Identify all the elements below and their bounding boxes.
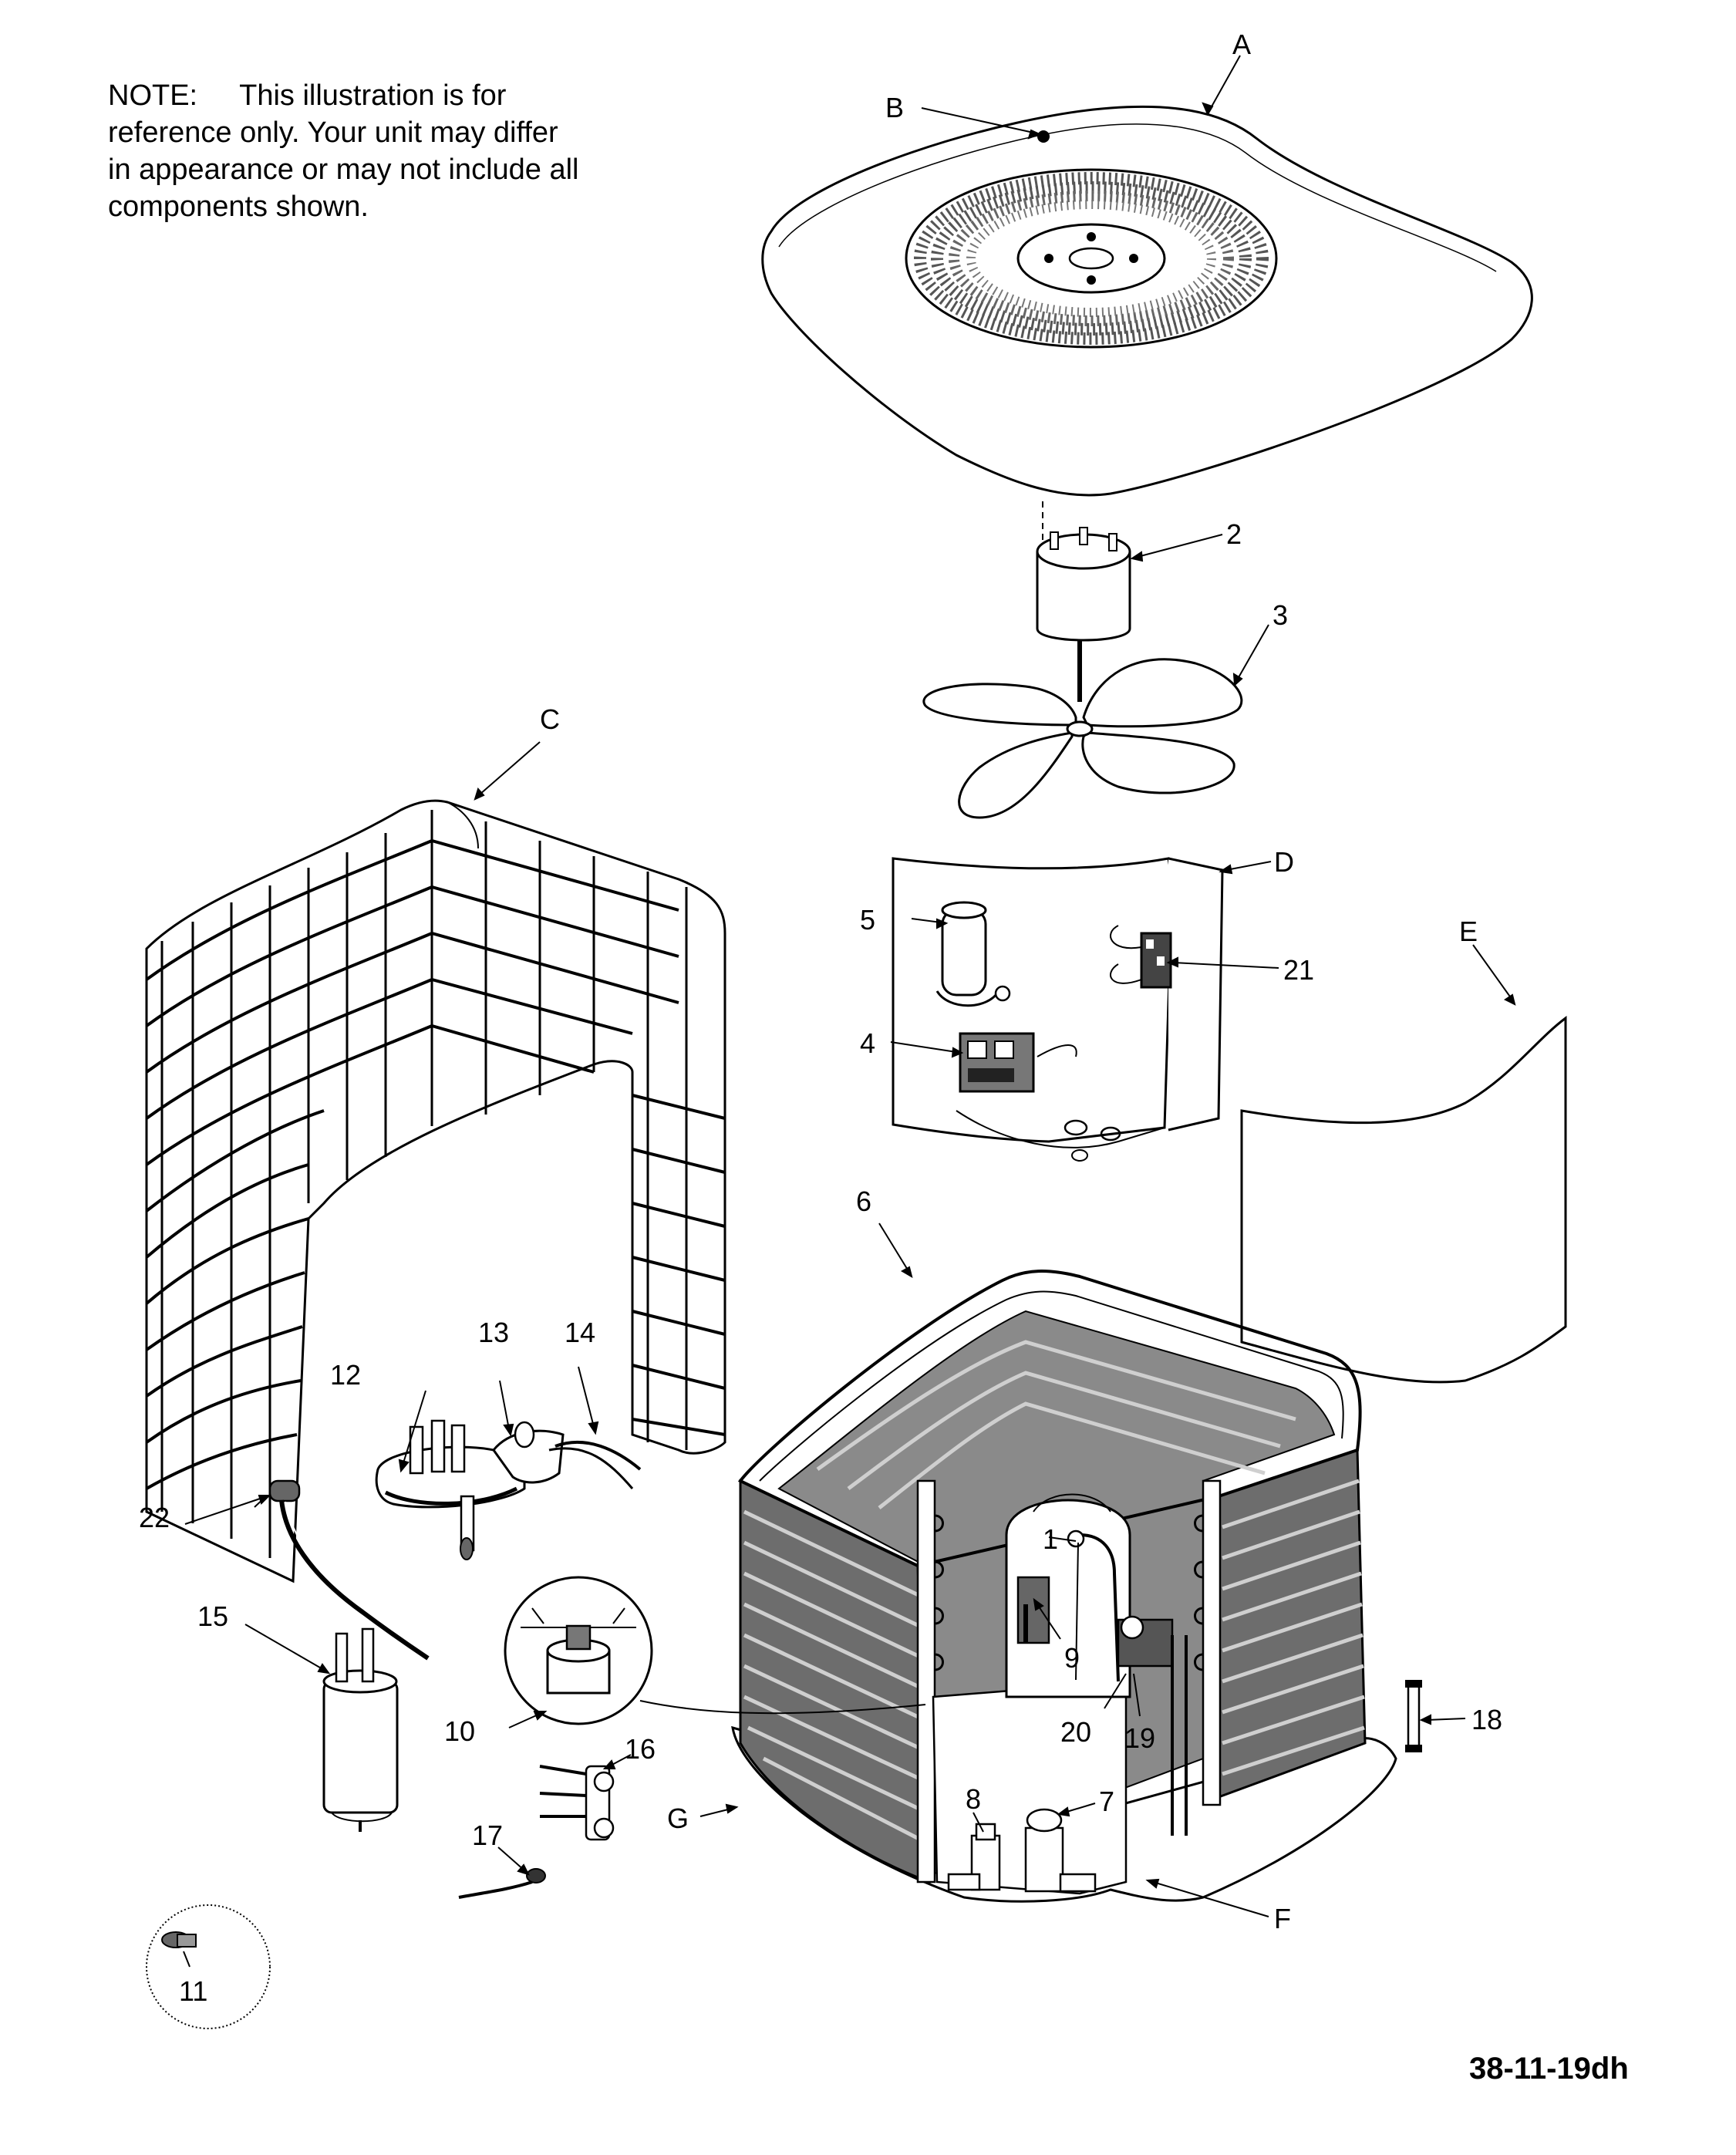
callout-10: 10 (444, 1715, 475, 1747)
terminal-box (1016, 1576, 1050, 1644)
callout-15: 15 (197, 1600, 228, 1632)
callout-9: 9 (1064, 1642, 1080, 1674)
cover-screw (1037, 130, 1050, 143)
control-panel (892, 857, 1224, 1162)
leader-lines (183, 55, 1516, 1968)
filter-drier (322, 1627, 399, 1832)
callout-20: 20 (1060, 1716, 1091, 1748)
wire-grille (145, 799, 726, 1583)
callout-19: 19 (1124, 1722, 1155, 1754)
callout-21: 21 (1283, 954, 1314, 986)
top-cover (761, 105, 1533, 497)
detail-inset-11 (146, 1904, 271, 2029)
callout-4: 4 (860, 1027, 875, 1059)
corner-panel (1240, 1015, 1567, 1384)
callout-7: 7 (1099, 1786, 1114, 1817)
callout-5: 5 (860, 904, 875, 936)
callout-14: 14 (565, 1317, 595, 1348)
fan-grille (905, 168, 1278, 349)
callout-16: 16 (625, 1733, 656, 1765)
callout-6: 6 (856, 1185, 871, 1217)
fan-motor (1036, 527, 1131, 702)
reference-note: NOTE:This illustration is for reference … (108, 77, 586, 225)
callout-11: 11 (179, 1975, 207, 2007)
callout-g: G (667, 1803, 689, 1834)
fan-blade (922, 658, 1243, 819)
defrost-sensor-wire (268, 1479, 433, 1661)
service-valves (947, 1808, 1097, 1893)
callout-1: 1 (1043, 1523, 1058, 1555)
callout-labels: A B C D E F G 1 2 3 4 5 6 7 8 9 10 11 12… (139, 29, 1502, 2007)
callout-c: C (540, 703, 560, 735)
piston-restrictor (1405, 1680, 1422, 1752)
callout-d: D (1274, 846, 1294, 878)
reversing-valve-assembly (375, 1419, 642, 1560)
drawing-number: 38-11-19dh (1469, 2052, 1629, 2086)
callout-18: 18 (1471, 1704, 1502, 1735)
callout-17: 17 (472, 1819, 503, 1851)
callout-3: 3 (1273, 599, 1288, 631)
callout-12: 12 (330, 1359, 361, 1391)
callout-a: A (1232, 29, 1251, 60)
callout-f: F (1274, 1903, 1291, 1934)
callout-2: 2 (1226, 518, 1242, 550)
callout-8: 8 (966, 1783, 981, 1815)
detail-inset-10 (504, 1576, 653, 1725)
callout-b: B (885, 92, 904, 123)
note-text: This illustration is for reference only.… (108, 79, 579, 223)
run-capacitor (935, 901, 1011, 1007)
callout-13: 13 (478, 1317, 509, 1348)
compressor (1005, 1493, 1131, 1698)
condenser-coil-unit (639, 1270, 1397, 1903)
callout-e: E (1459, 916, 1478, 947)
callout-22: 22 (139, 1502, 170, 1533)
note-label: NOTE: (108, 79, 198, 112)
contactor (959, 1032, 1077, 1093)
pressure-switch-plate (539, 1765, 615, 1841)
time-delay-relay (1110, 925, 1172, 989)
thermistor-sensor (458, 1868, 546, 1899)
